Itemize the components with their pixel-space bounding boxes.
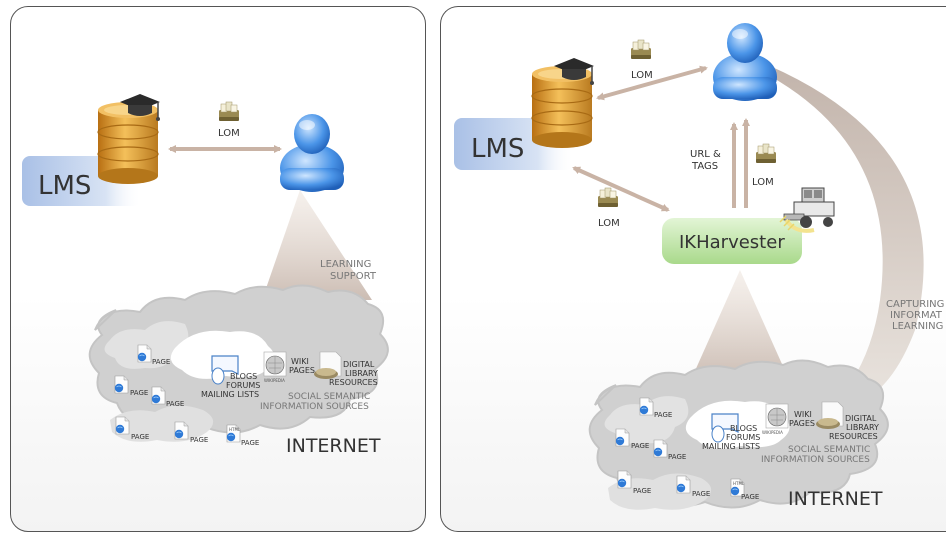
- right-lom-label: LOM: [598, 218, 620, 229]
- right-html-tag: HTML: [733, 481, 745, 486]
- left-page-icon: [151, 386, 166, 405]
- right-capture-line1: CAPTURING: [886, 299, 944, 310]
- right-page-label: PAGE: [741, 493, 759, 501]
- right-internet-label: INTERNET: [788, 488, 883, 510]
- right-wiki-line1: WIKI: [794, 410, 812, 419]
- right-lms-database-icon: [531, 57, 595, 149]
- right-lms-label: LMS: [471, 134, 524, 164]
- left-diagram-panel: [10, 6, 426, 532]
- right-social-line2: INFORMATION SOURCES: [761, 455, 870, 465]
- left-support-line1: LEARNING: [320, 259, 371, 270]
- right-digital-line3: RESOURCES: [829, 432, 878, 441]
- left-lom-label: LOM: [218, 128, 240, 139]
- left-blogs-line3: MAILING LISTS: [201, 390, 259, 399]
- right-wiki-line2: PAGES: [789, 419, 815, 428]
- right-user-ikharvester-arrows: [730, 118, 750, 208]
- left-lms-database-icon: [97, 93, 161, 185]
- left-wikipedia-text: WIKIPEDIA: [264, 378, 285, 383]
- left-learning-support-beam: [262, 190, 372, 300]
- right-lom-label: LOM: [631, 70, 653, 81]
- left-page-icon: [174, 421, 189, 440]
- left-digital-line1: DIGITAL: [343, 360, 375, 369]
- right-lom-icon: [630, 39, 652, 60]
- right-page-icon: [617, 470, 632, 489]
- left-lom-icon: [218, 101, 240, 122]
- right-page-label: PAGE: [654, 411, 672, 419]
- left-page-icon: [114, 375, 129, 394]
- right-ikharvester-label: IKHarvester: [679, 232, 785, 253]
- left-support-line2: SUPPORT: [330, 271, 377, 282]
- right-url-line2: TAGS: [691, 161, 718, 172]
- right-ikharvester-badge: [662, 218, 802, 264]
- right-lms-user-arrow: [596, 65, 708, 101]
- left-html-tag: HTML: [229, 427, 241, 432]
- left-wiki-line1: WIKI: [291, 357, 309, 366]
- right-digital-line1: DIGITAL: [845, 414, 877, 423]
- left-internet-label: INTERNET: [286, 435, 381, 457]
- right-capture-line3: LEARNING: [892, 321, 943, 332]
- left-social-line1: SOCIAL SEMANTIC: [288, 392, 370, 402]
- right-blogs-line2: FORUMS: [726, 433, 760, 442]
- left-user-icon: [280, 114, 344, 192]
- right-lom-icon: [597, 187, 619, 208]
- left-digital-line2: LIBRARY: [345, 369, 378, 378]
- left-page-label: PAGE: [131, 433, 149, 441]
- right-wiki-icon: [765, 403, 789, 429]
- left-page-icon: [137, 344, 152, 363]
- right-internet-cloud: [588, 359, 889, 510]
- right-page-label: PAGE: [668, 453, 686, 461]
- left-lms-label: LMS: [38, 171, 91, 201]
- right-lom-icon: [755, 143, 777, 164]
- right-internet-beam: [690, 270, 790, 382]
- left-wiki-icon: [263, 351, 287, 377]
- right-page-label: PAGE: [633, 487, 651, 495]
- right-wikipedia-text: WIKIPEDIA: [762, 430, 783, 435]
- right-page-label: PAGE: [631, 442, 649, 450]
- right-blogs-line1: BLOGS: [730, 424, 757, 433]
- right-blogs-line3: MAILING LISTS: [702, 442, 760, 451]
- left-page-icon: [115, 416, 130, 435]
- left-page-label: PAGE: [241, 439, 259, 447]
- left-wiki-line2: PAGES: [289, 366, 315, 375]
- right-user-icon: [713, 23, 777, 101]
- right-capture-line2: INFORMAT: [890, 310, 943, 321]
- right-lom-label: LOM: [752, 177, 774, 188]
- right-harvester-icon: [779, 187, 835, 233]
- right-lms-ikharvester-arrow: [572, 166, 670, 212]
- right-digital-line2: LIBRARY: [846, 423, 879, 432]
- left-page-label: PAGE: [190, 436, 208, 444]
- right-page-icon: [615, 428, 630, 447]
- left-social-line2: INFORMATION SOURCES: [260, 402, 369, 412]
- right-capturing-curve: [770, 66, 924, 410]
- right-page-icon: [676, 475, 691, 494]
- right-page-icon: [653, 439, 668, 458]
- left-page-label: PAGE: [152, 358, 170, 366]
- left-page-label: PAGE: [166, 400, 184, 408]
- left-blogs-line1: BLOGS: [230, 372, 257, 381]
- right-page-label: PAGE: [692, 490, 710, 498]
- left-digital-line3: RESOURCES: [329, 378, 378, 387]
- left-page-label: PAGE: [130, 389, 148, 397]
- right-page-icon: [639, 397, 654, 416]
- right-url-line1: URL &: [690, 149, 721, 160]
- left-blogs-line2: FORUMS: [226, 381, 260, 390]
- right-social-line1: SOCIAL SEMANTIC: [788, 445, 870, 455]
